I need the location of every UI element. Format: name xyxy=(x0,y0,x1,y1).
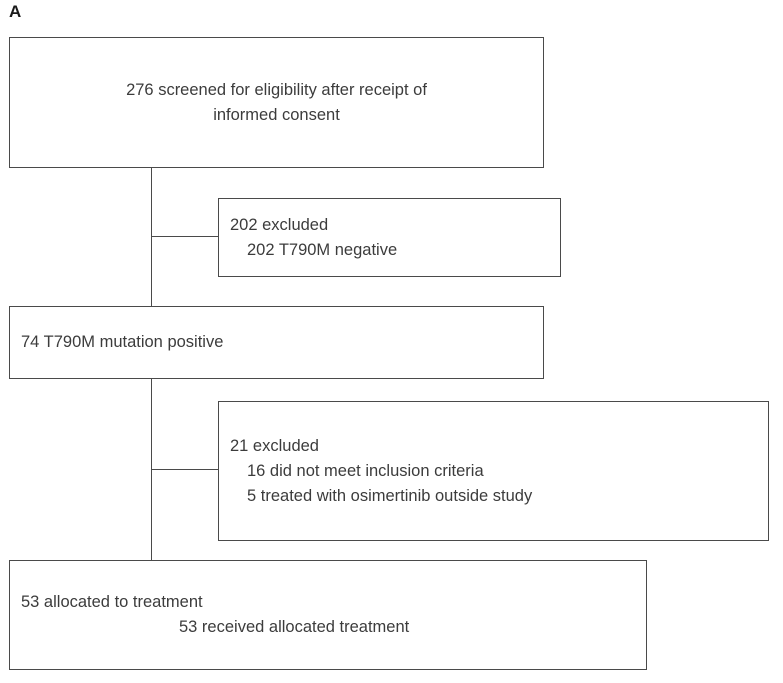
connector-screened-to-positive xyxy=(151,168,152,307)
flow-node-excluded-2-line-1: 21 excluded xyxy=(230,436,319,455)
flow-node-allocated-line-1: 53 allocated to treatment xyxy=(21,593,203,611)
flow-node-allocated-line-2: 53 received allocated treatment xyxy=(179,618,410,636)
connector-positive-to-allocated xyxy=(151,379,152,561)
flow-node-excluded-1-line-2: 202 T790M negative xyxy=(247,240,398,259)
flow-node-excluded-2-line-2: 16 did not meet inclusion criteria xyxy=(247,461,484,480)
flow-node-excluded-1-line-1: 202 excluded xyxy=(230,215,329,234)
panel-label: A xyxy=(9,2,22,21)
flow-node-positive: 74 T790M mutation positive xyxy=(9,306,544,379)
flow-node-screened: 276 screened for eligibility after recei… xyxy=(9,37,544,168)
flow-node-screened-line-2: informed consent xyxy=(213,105,340,124)
flow-node-excluded-1: 202 excluded 202 T790M negative xyxy=(218,198,561,277)
connector-branch-to-excluded-1 xyxy=(151,236,219,237)
flow-node-positive-line-1: 74 T790M mutation positive xyxy=(21,333,224,351)
flow-node-excluded-2: 21 excluded 16 did not meet inclusion cr… xyxy=(218,401,769,541)
flow-node-allocated: 53 allocated to treatment 53 received al… xyxy=(9,560,647,670)
flow-node-screened-line-1: 276 screened for eligibility after recei… xyxy=(126,80,427,99)
connector-branch-to-excluded-2 xyxy=(151,469,219,470)
flow-node-excluded-2-line-3: 5 treated with osimertinib outside study xyxy=(247,486,533,505)
